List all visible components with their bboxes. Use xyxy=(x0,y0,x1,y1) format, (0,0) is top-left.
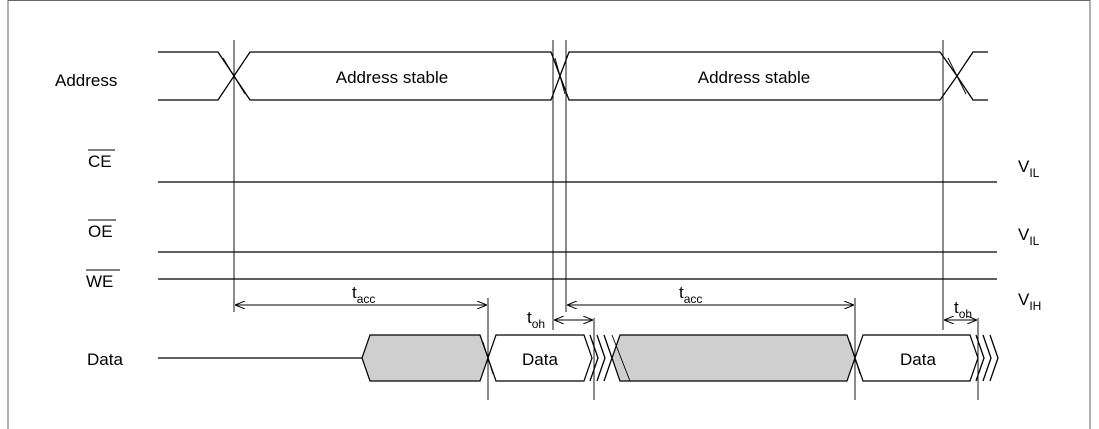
toh-label-2: toh xyxy=(954,298,972,321)
signal-label-address: Address xyxy=(55,71,117,90)
signal-label-data: Data xyxy=(87,350,123,369)
data-box-label-2: Data xyxy=(900,350,936,369)
data-waveform xyxy=(158,334,999,382)
tacc-label-1: tacc xyxy=(352,283,375,306)
reference-lines xyxy=(233,40,979,400)
address-stable-label-2: Address stable xyxy=(698,68,810,87)
data-box-label-1: Data xyxy=(522,350,558,369)
ce-level-label: VIL xyxy=(1018,157,1040,180)
oe-level-label: VIL xyxy=(1018,225,1040,248)
tacc-label-2: tacc xyxy=(679,283,702,306)
we-level-label: VIH xyxy=(1018,290,1041,313)
diagram-frame xyxy=(7,0,1091,429)
address-waveform xyxy=(158,51,988,101)
signal-label-oe: OE xyxy=(88,222,113,241)
signal-label-ce: CE xyxy=(88,152,112,171)
address-stable-label-1: Address stable xyxy=(336,68,448,87)
signal-label-we: WE xyxy=(86,272,113,291)
toh-label-1: toh xyxy=(527,308,545,331)
